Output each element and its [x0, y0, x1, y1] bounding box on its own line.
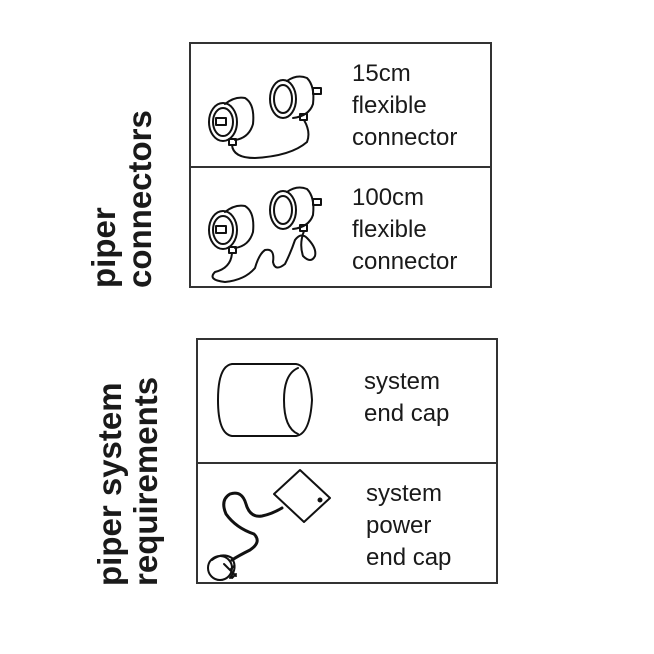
label-line: system [364, 368, 441, 395]
section-heading-piper-system-requirements: piper system requirements [91, 376, 164, 586]
label-line: power [366, 512, 432, 539]
power-end-cap-icon [207, 469, 331, 581]
label-line: 100cm [352, 184, 425, 211]
item-label: 15cm flexible connector [352, 58, 457, 154]
short-cable-connector-icon [208, 75, 322, 159]
label-line: flexible [352, 216, 427, 243]
item-label: 100cm flexible connector [352, 182, 457, 278]
heading-line: connectors [121, 110, 158, 288]
item-label: system power end cap [366, 478, 451, 574]
connectors-table: 15cm flexible connector 100cm flexible c… [189, 42, 492, 288]
item-row-end-cap: system end cap [198, 340, 496, 462]
label-line: 15cm [352, 60, 411, 87]
heading-line: requirements [127, 376, 164, 586]
end-cap-icon [217, 363, 313, 437]
item-row-15cm-connector: 15cm flexible connector [191, 44, 490, 166]
heading-line: piper system [91, 382, 128, 586]
requirements-table: system end cap system power end cap [196, 338, 498, 584]
label-line: end cap [366, 544, 452, 571]
label-line: flexible [352, 92, 427, 119]
label-line: system [366, 480, 443, 507]
long-cable-connector-icon [208, 186, 322, 283]
item-row-power-end-cap: system power end cap [198, 462, 496, 584]
section-heading-piper-connectors: piper connectors [85, 110, 158, 288]
heading-line: piper [85, 207, 122, 288]
item-row-100cm-connector: 100cm flexible connector [191, 166, 490, 288]
label-line: end cap [364, 400, 450, 427]
label-line: connector [352, 124, 458, 151]
item-label: system end cap [364, 366, 449, 430]
label-line: connector [352, 248, 458, 275]
